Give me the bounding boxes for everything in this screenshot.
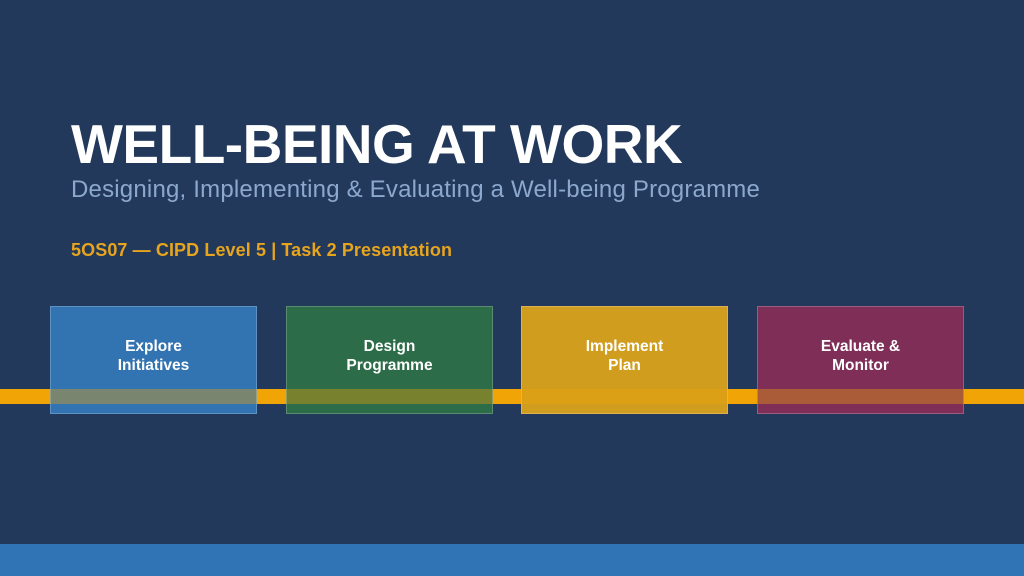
process-step-implement-plan: Implement Plan (521, 306, 728, 414)
footer-accent-bar (0, 544, 1024, 576)
slide-subtitle: Designing, Implementing & Evaluating a W… (71, 176, 761, 203)
step-label: Design Programme (346, 338, 433, 374)
step-label: Implement Plan (585, 338, 664, 374)
process-step-design-programme: Design Programme (286, 306, 493, 414)
process-step-explore-initiatives: Explore Initiatives (50, 306, 257, 414)
step-label: Evaluate & Monitor (820, 338, 901, 374)
slide-title: WELL-BEING AT WORK (71, 112, 683, 175)
step-label: Explore Initiatives (117, 338, 190, 374)
process-step-evaluate-monitor: Evaluate & Monitor (757, 306, 964, 414)
course-code-kicker: 5OS07 — CIPD Level 5 | Task 2 Presentati… (71, 240, 453, 260)
